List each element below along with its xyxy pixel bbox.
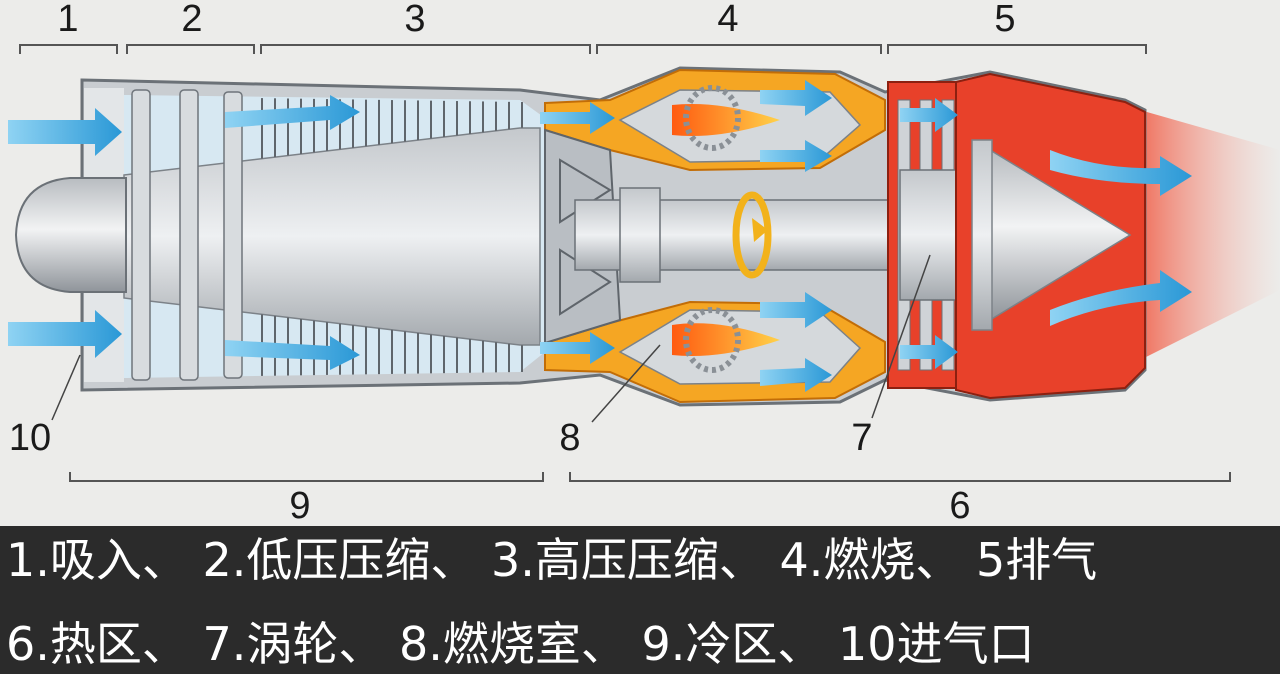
label-intake: 1	[57, 0, 78, 40]
airflow-arrow-icon	[760, 358, 832, 392]
airflow-arrow-icon	[1050, 150, 1192, 196]
caption-line-1: 1.吸入、 2.低压压缩、 3.高压压缩、 4.燃烧、 5排气	[6, 533, 1098, 587]
airflow-arrow-icon	[8, 310, 122, 358]
airflow-arrow-icon	[760, 80, 832, 116]
caption-bar: 1.吸入、 2.低压压缩、 3.高压压缩、 4.燃烧、 5排气 6.热区、 7.…	[0, 526, 1280, 674]
low-pressure-rotors	[131, 89, 243, 381]
label-low-pressure-compression: 2	[181, 0, 202, 40]
caption-line-2: 6.热区、 7.涡轮、 8.燃烧室、 9.冷区、 10进气口	[6, 617, 1035, 671]
airflow-arrow-icon	[540, 102, 615, 134]
airflow-arrow-icon	[760, 292, 832, 328]
airflow-arrow-icon	[760, 140, 832, 172]
nose-cone	[14, 177, 127, 293]
airflow-arrow-icon	[540, 332, 615, 364]
airflow-arrow-icon	[225, 336, 360, 370]
label-turbine: 7	[851, 417, 872, 459]
top-brackets	[19, 44, 1147, 54]
label-high-pressure-compression: 3	[404, 0, 425, 40]
leader-lines	[51, 254, 931, 423]
rotation-arrow-icon	[732, 191, 772, 279]
airflow-arrow-icon	[8, 108, 122, 156]
exhaust-plume	[1140, 110, 1280, 360]
label-combustion: 4	[717, 0, 738, 40]
flame-bottom-icon	[672, 323, 780, 356]
label-air-inlet: 10	[9, 417, 51, 459]
label-cold-section: 9	[289, 485, 310, 526]
label-exhaust: 5	[994, 0, 1015, 40]
flame-top-icon	[672, 104, 780, 136]
airflow-arrow-icon	[900, 335, 958, 369]
jet-engine-diagram: 1 2 3 4 5 10 8 7 9 6	[8, 0, 1280, 526]
airflow-arrow-icon	[1050, 270, 1192, 326]
airflow-arrow-icon	[900, 98, 958, 132]
bottom-brackets	[69, 472, 1231, 482]
airflow-arrows	[8, 80, 1192, 392]
label-hot-section: 6	[949, 485, 970, 526]
airflow-arrow-icon	[225, 95, 360, 130]
label-combustion-chamber: 8	[559, 417, 580, 459]
